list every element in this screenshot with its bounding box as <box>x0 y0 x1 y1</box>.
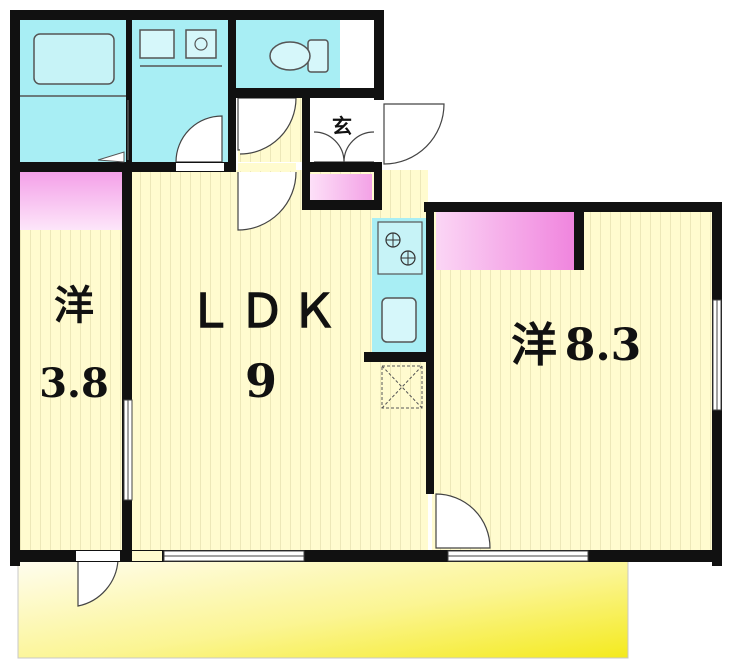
small-room-balcony-door <box>77 555 119 607</box>
room-label-western-large: 洋 <box>511 318 557 372</box>
balcony <box>17 559 629 659</box>
windows <box>76 163 722 562</box>
closet-small-room <box>20 172 124 230</box>
washbasin-icon <box>139 29 175 59</box>
room-label-ldk: ＬＤＫ <box>187 284 343 338</box>
room-label-western-small: 洋 <box>54 282 94 329</box>
closet-large-room <box>436 212 574 270</box>
ldk-door <box>237 171 297 231</box>
toilet-door <box>239 97 297 155</box>
entrance-floor <box>310 100 376 162</box>
room-size-western-large: 8.3 <box>564 320 642 371</box>
large-room-door <box>435 493 491 549</box>
entrance-door <box>383 103 445 165</box>
room-size-western-small: 3.8 <box>39 360 109 407</box>
bathtub-icon <box>33 33 115 85</box>
bathroom-door-marker <box>97 151 125 163</box>
shoe-closet <box>310 174 372 200</box>
entrance-label: 玄 <box>332 114 352 138</box>
door-swings <box>77 97 491 607</box>
fridge-space <box>381 365 423 409</box>
room-size-ldk: 9 <box>244 354 277 408</box>
toilet-icon <box>269 39 329 73</box>
washroom-door <box>175 115 223 163</box>
stove-icon <box>377 221 423 275</box>
western-room-small-floor <box>18 172 126 550</box>
vanity-icon <box>185 29 217 59</box>
sink-icon <box>381 297 417 343</box>
